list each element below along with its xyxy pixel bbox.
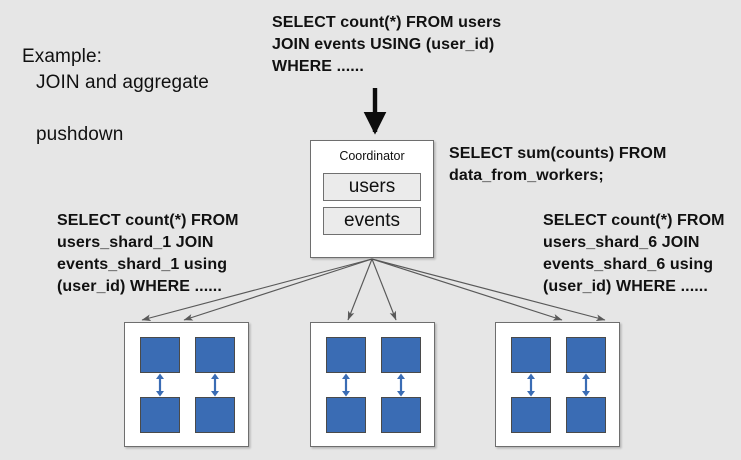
shard-box xyxy=(381,397,421,433)
shard-box xyxy=(511,397,551,433)
shard-grid xyxy=(137,337,238,433)
shard-grid xyxy=(323,337,424,433)
shard-replication-arrow-icon xyxy=(211,373,219,397)
shard-replication-arrow-icon xyxy=(342,373,350,397)
worker-node-1[interactable] xyxy=(124,322,249,447)
shard-grid xyxy=(508,337,609,433)
shard-replication-arrow-icon xyxy=(582,373,590,397)
page-title-line-2: JOIN and aggregate xyxy=(36,72,209,93)
shard-box xyxy=(566,337,606,373)
shard-box xyxy=(566,397,606,433)
shard-box xyxy=(511,337,551,373)
worker-node-3[interactable] xyxy=(495,322,620,447)
top-query-text: SELECT count(*) FROM users JOIN events U… xyxy=(272,14,502,75)
shard-box xyxy=(326,337,366,373)
shard-box xyxy=(381,337,421,373)
shard-replication-arrow-icon xyxy=(527,373,535,397)
left-shard-query-text: SELECT count(*) FROM users_shard_1 JOIN … xyxy=(57,212,239,295)
page-title-line-3: pushdown xyxy=(36,124,124,145)
shard-replication-arrow-icon xyxy=(156,373,164,397)
shard-box xyxy=(195,337,235,373)
shard-box xyxy=(195,397,235,433)
shard-box xyxy=(140,337,180,373)
page-title-line-1: Example: xyxy=(22,46,103,67)
worker-node-2[interactable] xyxy=(310,322,435,447)
page-title: Example: JOIN and aggregate pushdown xyxy=(22,18,209,174)
coordinator-table-users[interactable]: users xyxy=(323,173,421,201)
coordinator-title: Coordinator xyxy=(339,149,405,163)
aggregate-query-text: SELECT sum(counts) FROM data_from_worker… xyxy=(449,145,667,184)
right-shard-query-text: SELECT count(*) FROM users_shard_6 JOIN … xyxy=(543,212,725,295)
coordinator-table-events[interactable]: events xyxy=(323,207,421,235)
shard-replication-arrow-icon xyxy=(397,373,405,397)
coordinator-node[interactable]: Coordinator users events xyxy=(310,140,434,258)
shard-box xyxy=(140,397,180,433)
shard-box xyxy=(326,397,366,433)
